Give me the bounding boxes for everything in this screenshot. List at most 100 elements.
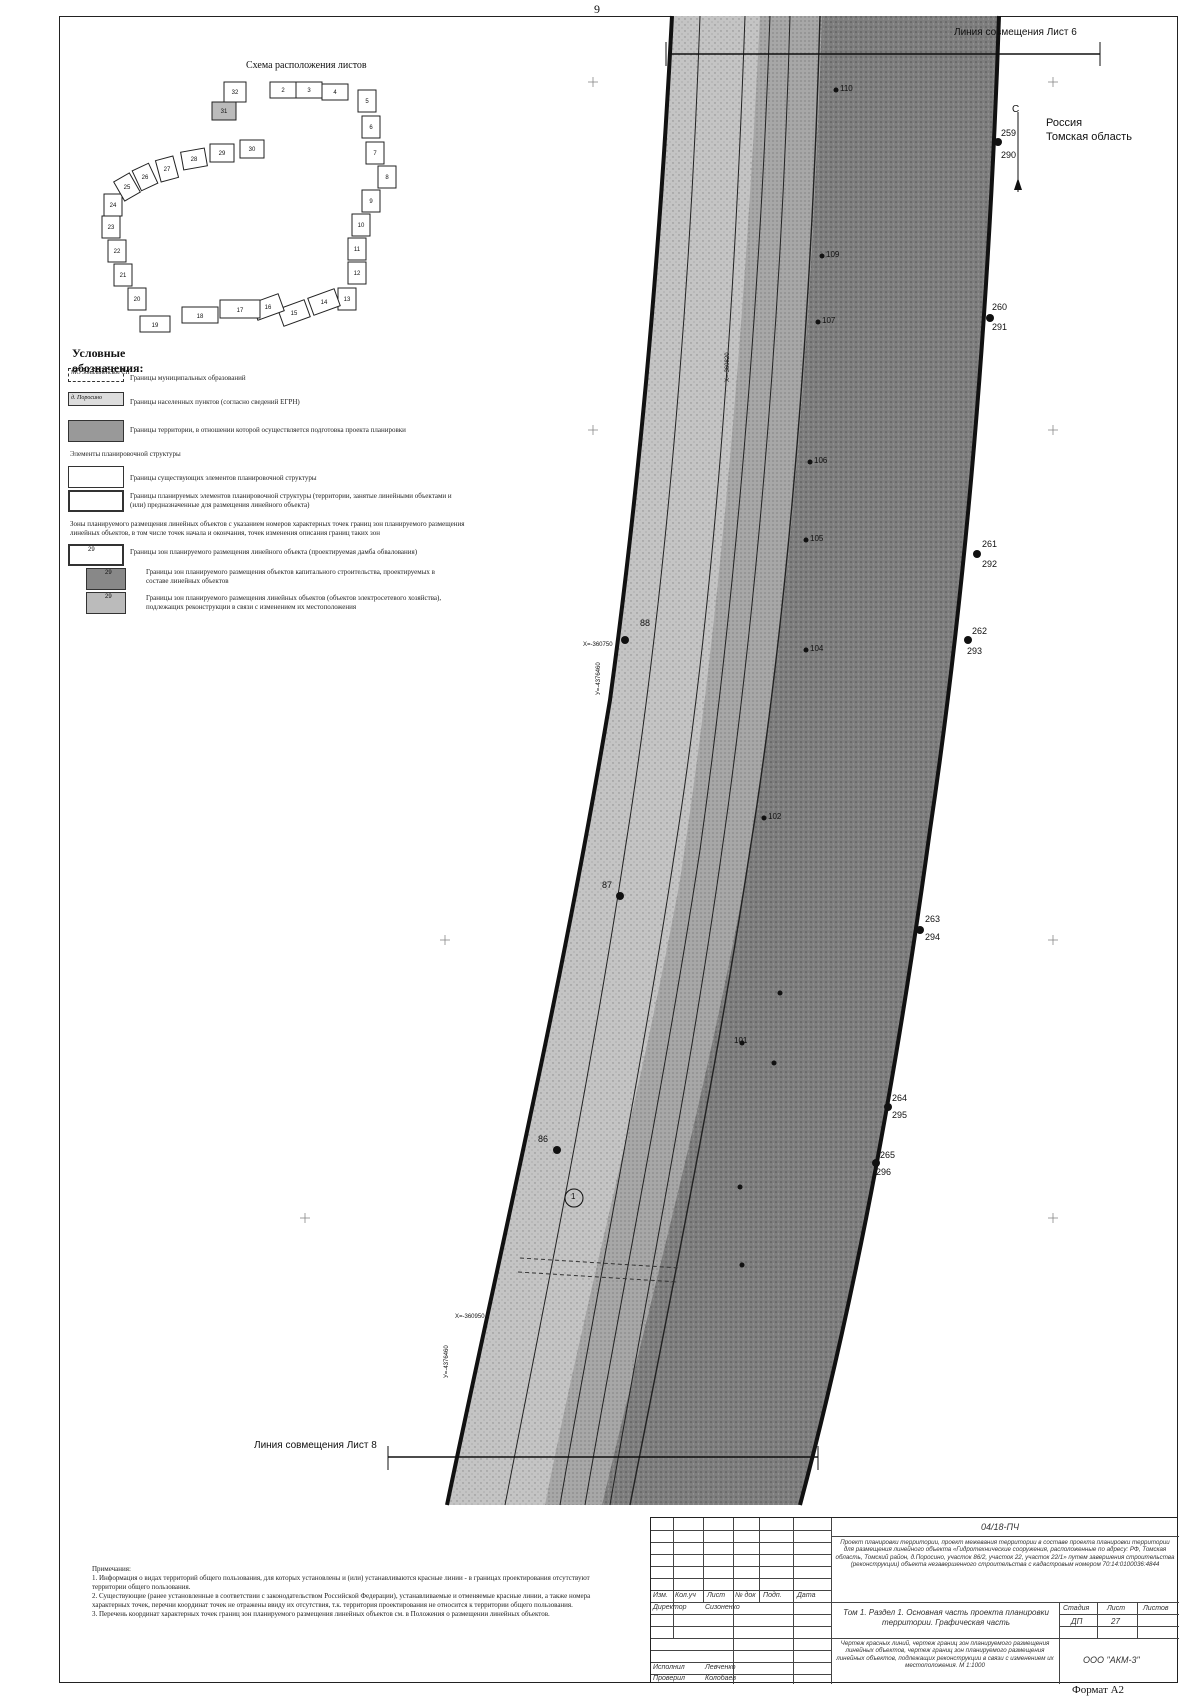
left-point-label: 88 bbox=[640, 618, 651, 628]
col-header: Изм. bbox=[653, 1592, 668, 1599]
legend-text: Границы зон планируемого размещения лине… bbox=[130, 548, 418, 556]
right-point-label-a: 263 bbox=[925, 914, 941, 924]
legend-symbol bbox=[68, 490, 124, 512]
notes: Примечания: 1. Информация о видах террит… bbox=[92, 1565, 602, 1619]
svg-text:16: 16 bbox=[265, 305, 272, 311]
right-point-label-b: 295 bbox=[892, 1110, 908, 1120]
role-name: Левченко bbox=[705, 1664, 736, 1671]
coord-mid: Х=-360820 bbox=[725, 352, 731, 382]
right-point-label-a: 262 bbox=[972, 626, 988, 636]
legend-text: Границы территории, в отношении которой … bbox=[130, 426, 406, 434]
legend-symbol bbox=[68, 420, 124, 442]
role-label: Директор bbox=[653, 1604, 687, 1611]
format-label: Формат А2 bbox=[1072, 1684, 1125, 1696]
svg-text:20: 20 bbox=[134, 297, 141, 303]
svg-text:14: 14 bbox=[321, 300, 328, 306]
title-block: 04/18-ПЧ Проект планировки территории, п… bbox=[650, 1517, 1179, 1684]
svg-text:9: 9 bbox=[369, 199, 373, 205]
svg-text:4: 4 bbox=[333, 90, 337, 96]
col-header: Лист bbox=[707, 1592, 726, 1599]
legend-text: Границы планируемых элементов планировоч… bbox=[130, 492, 452, 509]
inner-point-label: 109 bbox=[826, 250, 840, 259]
sheets-label: Листов bbox=[1143, 1605, 1169, 1612]
legend-text: Границы муниципальных образований bbox=[130, 374, 246, 382]
right-point-label-b: 290 bbox=[1001, 150, 1017, 160]
inner-point-label: 110 bbox=[840, 84, 853, 93]
sheet-value: 27 bbox=[1111, 1617, 1120, 1626]
role-name: Сизоненко bbox=[705, 1604, 740, 1611]
svg-text:24: 24 bbox=[110, 203, 117, 209]
stage-label: Стадия bbox=[1063, 1605, 1090, 1612]
project-description: Проект планировки территории, проект меж… bbox=[835, 1539, 1175, 1569]
svg-text:12: 12 bbox=[354, 271, 361, 277]
inner-point-label: 106 bbox=[814, 456, 828, 465]
region-line-1: Россия bbox=[1046, 117, 1083, 129]
coord-y2: Х=-360950 bbox=[455, 1314, 485, 1320]
inner-point-label: 101 bbox=[734, 1036, 748, 1045]
legend-symbol: 29 bbox=[68, 544, 124, 566]
coord-y1: Х=-360750 bbox=[583, 642, 613, 648]
note-item: 1. Информация о видах территорий общего … bbox=[92, 1574, 590, 1591]
svg-text:2: 2 bbox=[281, 88, 285, 94]
legend-text: Границы зон планируемого размещения лине… bbox=[146, 594, 442, 611]
svg-text:27: 27 bbox=[164, 167, 171, 173]
svg-text:31: 31 bbox=[221, 109, 228, 115]
boundary-right bbox=[798, 15, 1001, 1506]
right-point-label-b: 294 bbox=[925, 932, 941, 942]
right-point-label-a: 265 bbox=[880, 1150, 896, 1160]
col-header: Подп. bbox=[763, 1592, 782, 1599]
volume-title: Том 1. Раздел 1. Основная часть проекта … bbox=[843, 1608, 1049, 1627]
right-point-label-b: 296 bbox=[876, 1167, 892, 1177]
svg-text:10: 10 bbox=[358, 223, 365, 229]
legend-section-title: Зоны планируемого размещения линейных об… bbox=[70, 520, 465, 537]
match-line-top-label: Линия совмещения Лист 6 bbox=[954, 27, 1077, 38]
notes-title: Примечания: bbox=[92, 1565, 131, 1573]
role-label: Исполнил bbox=[653, 1664, 685, 1671]
col-header: Кол.уч bbox=[675, 1592, 696, 1599]
svg-text:25: 25 bbox=[124, 185, 131, 191]
boundary-left bbox=[445, 15, 674, 1506]
svg-text:15: 15 bbox=[291, 311, 298, 317]
left-point-label: 86 bbox=[538, 1134, 549, 1144]
sheet-label: Лист bbox=[1107, 1605, 1126, 1612]
svg-text:17: 17 bbox=[237, 308, 244, 314]
svg-text:19: 19 bbox=[152, 323, 159, 329]
right-point-label-b: 291 bbox=[992, 322, 1008, 332]
inner-point-label: 105 bbox=[810, 534, 824, 543]
svg-text:13: 13 bbox=[344, 297, 351, 303]
right-point-label-b: 293 bbox=[967, 646, 983, 656]
svg-text:7: 7 bbox=[373, 151, 377, 157]
svg-text:32: 32 bbox=[232, 90, 239, 96]
doc-code: 04/18-ПЧ bbox=[981, 1522, 1020, 1532]
legend-symbol: МО Зональненское СП bbox=[68, 368, 130, 382]
svg-text:21: 21 bbox=[120, 273, 127, 279]
svg-text:6: 6 bbox=[369, 125, 373, 131]
svg-text:8: 8 bbox=[385, 175, 389, 181]
right-point-label-a: 260 bbox=[992, 302, 1008, 312]
role-name: Колобаев bbox=[705, 1675, 737, 1682]
note-item: 3. Перечень координат характерных точек … bbox=[92, 1610, 550, 1618]
right-point-label-a: 261 bbox=[982, 539, 998, 549]
legend-text: Границы зон планируемого размещения объе… bbox=[146, 568, 435, 585]
left-point-label: 87 bbox=[602, 880, 613, 890]
stage-value: ДП bbox=[1071, 1617, 1083, 1626]
inner-point-label: 104 bbox=[810, 644, 824, 653]
zone-mid bbox=[545, 16, 830, 1505]
organization: ООО "АКМ-3" bbox=[1083, 1655, 1140, 1665]
note-item: 2. Существующие (ранее установленные в с… bbox=[92, 1592, 591, 1609]
legend-symbol: 29 bbox=[86, 568, 126, 590]
legend-symbol: д. Поросино bbox=[68, 392, 124, 406]
svg-text:30: 30 bbox=[249, 147, 256, 153]
zone-light bbox=[447, 16, 808, 1505]
legend-section-title: Элементы планировочной структуры bbox=[70, 450, 181, 458]
col-header: Дата bbox=[797, 1592, 816, 1599]
right-point-label-b: 292 bbox=[982, 559, 998, 569]
page-number: 9 bbox=[594, 2, 600, 16]
legend-symbol bbox=[68, 466, 124, 488]
svg-text:5: 5 bbox=[365, 99, 369, 105]
col-header: № док bbox=[735, 1592, 756, 1599]
inner-point-label: 102 bbox=[768, 812, 782, 821]
svg-text:18: 18 bbox=[197, 314, 204, 320]
